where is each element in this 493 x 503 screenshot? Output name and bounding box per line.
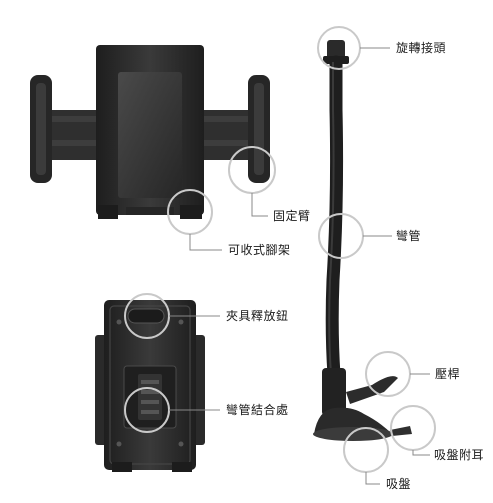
label-clamp-release: 夾具釋放鈕 bbox=[226, 309, 289, 323]
label-pressure-lever: 壓桿 bbox=[435, 367, 461, 381]
label-fixed-arm: 固定臂 bbox=[273, 209, 311, 223]
label-gooseneck: 彎管 bbox=[396, 229, 422, 243]
callout-circle-tab bbox=[390, 405, 436, 451]
holder-pad bbox=[118, 72, 182, 198]
release-button bbox=[127, 308, 165, 324]
gooseneck-stand bbox=[313, 40, 412, 441]
suction-cup-shape bbox=[314, 407, 392, 434]
label-gooseneck-joint: 彎管結合處 bbox=[226, 403, 289, 417]
callout-circle-lever bbox=[365, 351, 411, 397]
holder-front-view bbox=[30, 45, 270, 219]
left-foot bbox=[98, 205, 118, 219]
label-suction-tab: 吸盤附耳 bbox=[434, 448, 485, 462]
holder-back-view bbox=[95, 300, 205, 472]
label-rotary-joint: 旋轉接頭 bbox=[396, 41, 447, 55]
gooseneck-tube bbox=[325, 55, 344, 382]
label-suction-cup: 吸盤 bbox=[386, 477, 412, 491]
leader-lines bbox=[169, 47, 430, 485]
base-housing bbox=[322, 368, 346, 416]
right-foot bbox=[180, 205, 202, 219]
label-retractable-foot: 可收式腳架 bbox=[228, 243, 291, 257]
suction-tab-shape bbox=[390, 426, 412, 436]
